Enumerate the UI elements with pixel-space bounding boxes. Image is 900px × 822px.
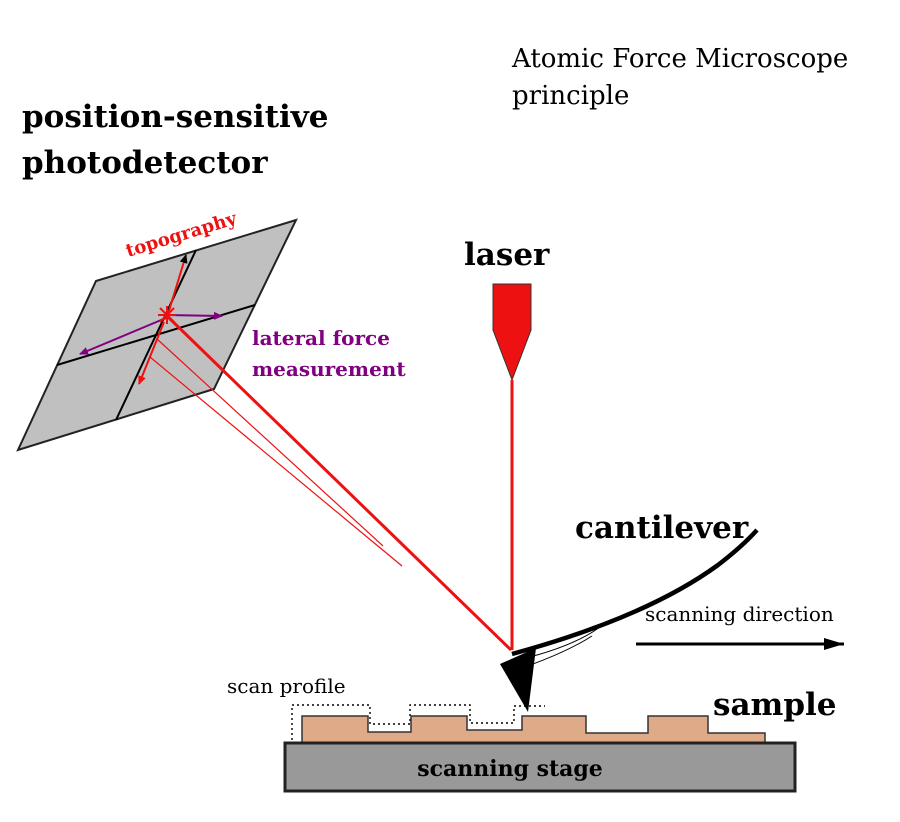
scanning-stage-label: scanning stage (417, 756, 603, 782)
reflected-beam-deflected-1 (156, 338, 384, 547)
photodetector-label-line2: photodetector (22, 145, 268, 181)
photodetector-label-line1: position-sensitive (22, 99, 329, 135)
diagram-title-line1: Atomic Force Microscope (511, 44, 848, 74)
cantilever-label: cantilever (575, 510, 749, 546)
sample-label: sample (713, 687, 837, 723)
topography-arrow (167, 254, 188, 315)
scan-profile-label: scan profile (227, 674, 346, 698)
sample-block (301, 715, 766, 744)
laser-label: laser (464, 237, 550, 273)
scan-profile-trace (291, 704, 545, 740)
scanning-stage (283, 741, 797, 793)
topography-arrow-down (138, 321, 165, 385)
cantilever-tip (500, 648, 536, 712)
diagram-title-line2: principle (512, 81, 629, 111)
lateral-force-label-line2: measurement (252, 357, 406, 381)
lateral-arrow-left (79, 317, 167, 355)
reflected-beam-deflected-2 (149, 356, 403, 567)
scanning-direction-label: scanning direction (645, 602, 834, 626)
laser-spot-star (158, 306, 176, 324)
laser-head (492, 283, 532, 382)
cantilever-beam (511, 528, 759, 657)
lateral-force-label-line1: lateral force (252, 326, 390, 350)
reflected-laser-beam (164, 313, 513, 652)
